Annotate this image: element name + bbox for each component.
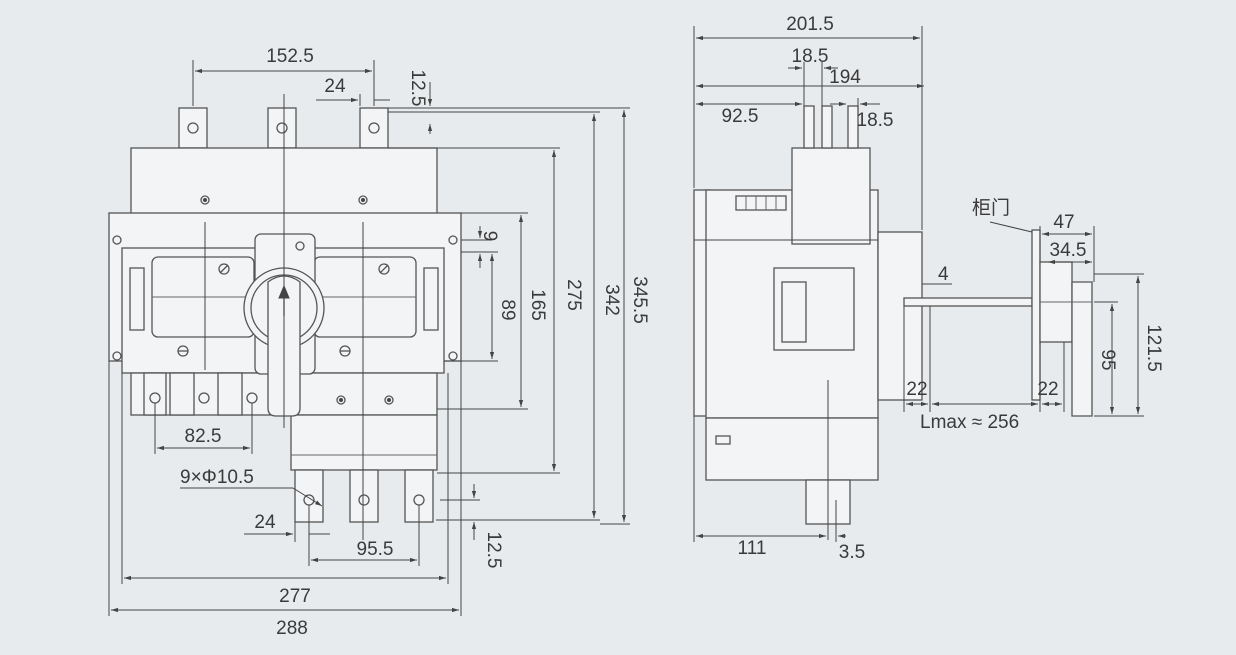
dim-89: 89	[497, 299, 518, 320]
dim-4: 4	[938, 264, 949, 285]
dim-24-bot: 24	[254, 512, 276, 533]
dim-275: 275	[563, 279, 584, 311]
dim-24-top: 24	[324, 76, 346, 97]
door-panel	[1031, 229, 1041, 401]
top-terminals	[178, 107, 389, 149]
bottom-terminals	[294, 469, 434, 523]
door-view: 柜门 47 34.5 4 121.5 95 22 22 Lmax ≈ 256	[903, 197, 1164, 433]
front-view: 152.5 24 12.5 275 342 345.5 165 89	[108, 46, 650, 639]
dim-288: 288	[276, 618, 308, 639]
door-handle-lever	[1071, 281, 1093, 417]
dim-lmax: Lmax ≈ 256	[920, 412, 1019, 433]
dim-22-right: 22	[1037, 379, 1058, 400]
dim-47: 47	[1053, 212, 1074, 233]
lower-lugs	[143, 372, 258, 416]
side-bottom-base	[705, 417, 879, 481]
holes-label: 9×Φ10.5	[180, 467, 254, 488]
breaker-bottom-body	[290, 414, 438, 471]
dim-9: 9	[479, 231, 500, 242]
dim-277: 277	[279, 586, 311, 607]
dim-152-5: 152.5	[266, 46, 314, 67]
dim-18-5-top: 18.5	[792, 46, 829, 67]
side-handle-block	[791, 147, 871, 245]
dim-165: 165	[527, 289, 548, 321]
dim-95: 95	[1097, 349, 1118, 370]
door-label: 柜门	[972, 197, 1010, 219]
dim-12-5-bot: 12.5	[483, 532, 504, 569]
dim-95-5: 95.5	[357, 539, 394, 560]
dim-121-5: 121.5	[1143, 324, 1164, 372]
screw-icons	[177, 195, 394, 405]
dim-22-left: 22	[906, 379, 927, 400]
dim-201-5: 201.5	[786, 14, 834, 35]
dim-92-5: 92.5	[722, 106, 759, 127]
dim-111: 111	[738, 538, 767, 559]
dim-12-5-top: 12.5	[407, 70, 428, 107]
side-right-block	[877, 231, 923, 401]
dim-82-5: 82.5	[185, 426, 222, 447]
dim-194: 194	[829, 67, 861, 88]
dim-34-5: 34.5	[1050, 240, 1087, 261]
dim-342: 342	[601, 284, 622, 316]
handle-shaft	[903, 297, 1033, 307]
dim-3-5: 3.5	[839, 542, 865, 563]
dim-18-5-right: 18.5	[857, 110, 894, 131]
side-view: 201.5 18.5 194 92.5 18.5 111 3.5	[693, 14, 924, 563]
dim-345-5: 345.5	[629, 276, 650, 324]
